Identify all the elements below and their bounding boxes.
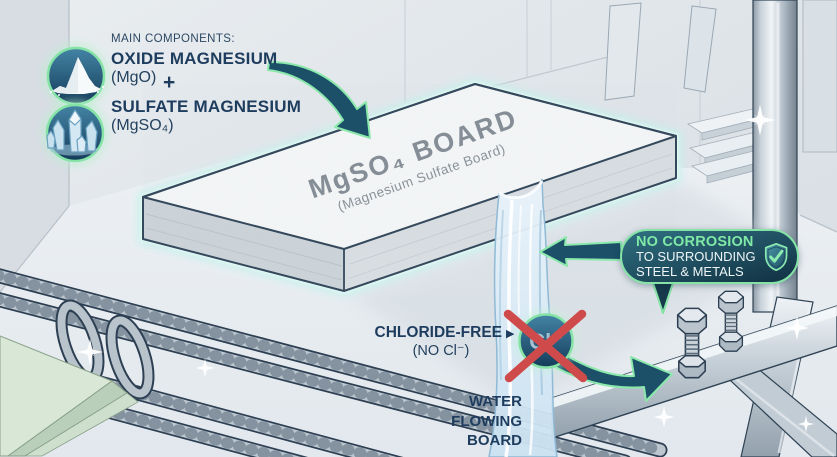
component-sulfate-formula: (MgSO₄) — [111, 117, 174, 134]
arrow-to-bolts — [538, 343, 673, 402]
plus-sign: + — [163, 71, 176, 94]
component-sulfate-name: SULFATE MAGNESIUM — [111, 97, 302, 116]
hex-bolt — [717, 290, 745, 352]
water-label-line2: FLOWING — [451, 412, 522, 430]
shield-check-icon — [764, 242, 788, 271]
water-label-line3: BOARD — [467, 432, 522, 449]
water-flowing-board-label: WATER FLOWING BOARD — [418, 392, 522, 451]
component-oxide-name: OXIDE MAGNESIUM — [111, 49, 278, 68]
crossed-out-chloride-icon: Cl⁻ — [503, 309, 588, 383]
rebar-stirrup — [105, 314, 155, 400]
crystal-cluster-icon — [43, 101, 107, 165]
hex-bolt — [676, 307, 708, 379]
main-components-heading: MAIN COMPONENTS: — [111, 33, 235, 45]
leaning-panels — [604, 2, 717, 101]
chloride-pointer-icon: ▶ — [506, 328, 515, 340]
powder-pile-icon — [44, 44, 108, 108]
badge-text: NO CORROSION TO SURROUNDING STEEL & META… — [636, 234, 756, 279]
water-label-line1: WATER — [468, 393, 522, 410]
badge-line2: TO SURROUNDING — [636, 249, 756, 265]
right-wall-panel — [802, 0, 837, 153]
red-cross-icon — [503, 309, 588, 383]
chloride-free-label: CHLORIDE-FREE — [374, 324, 502, 341]
no-corrosion-badge: NO CORROSION TO SURROUNDING STEEL & META… — [620, 229, 799, 284]
green-board-stack — [0, 335, 139, 457]
water-stream — [488, 178, 558, 457]
arrow-to-board — [267, 61, 371, 139]
chloride-free-formula: (NO Cl⁻) — [412, 343, 470, 359]
badge-line1: NO CORROSION — [636, 233, 754, 250]
component-oxide-formula: (MgO) — [111, 69, 157, 86]
badge-line3: STEEL & METALS — [636, 263, 744, 279]
